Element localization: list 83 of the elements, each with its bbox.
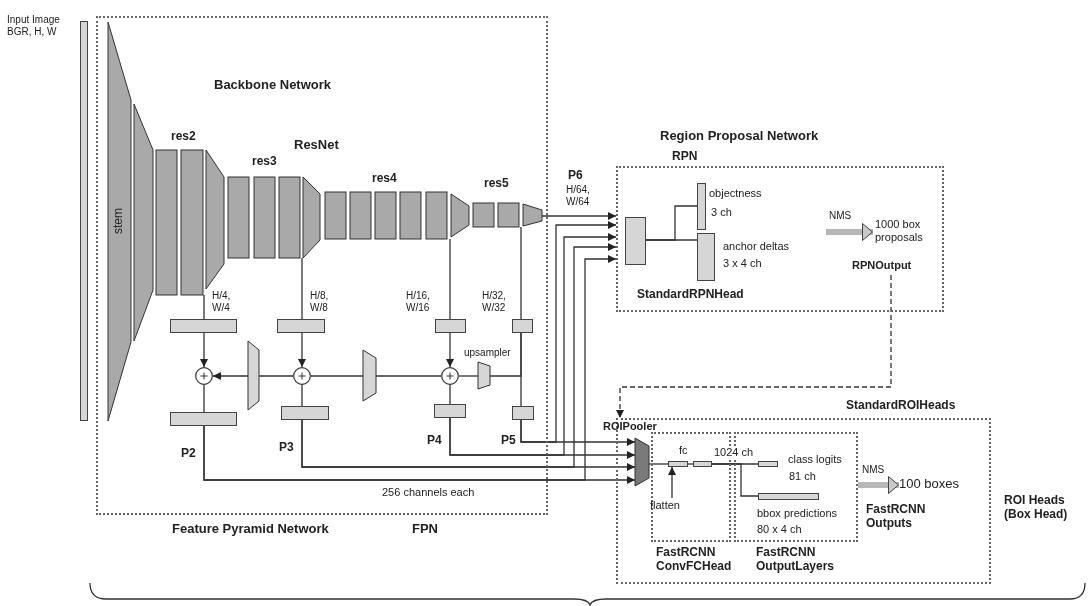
connector-line (449, 384, 451, 405)
channel-label: 81 ch (789, 470, 816, 483)
arrow (541, 212, 617, 220)
connector-line (375, 375, 442, 377)
module-label: ROIPooler (603, 420, 657, 433)
level-label: P3 (279, 441, 294, 455)
feature-bar (693, 461, 712, 467)
level-label: P6 (568, 169, 583, 183)
layer-label: fc (679, 444, 688, 457)
arrow (298, 332, 306, 368)
edge-label: NMS (861, 464, 886, 475)
edge-label: NMS (828, 210, 853, 221)
module-label: StandardROIHeads (846, 399, 956, 413)
feature-bar (435, 319, 466, 333)
output-label: 1000 box proposals (875, 218, 924, 244)
connector-line (310, 375, 364, 377)
connector-line (301, 384, 303, 407)
connector-line (687, 463, 694, 465)
connector-line (449, 238, 451, 320)
feature-bar (170, 319, 237, 333)
section-title: FPN (412, 522, 438, 537)
size-label: H/8, W/8 (310, 290, 330, 313)
arrow (200, 332, 208, 368)
section-title: Backbone Network (214, 78, 332, 93)
feature-bar (512, 319, 533, 333)
connector-line (258, 375, 294, 377)
connector-line (203, 294, 205, 320)
connector-line (648, 463, 669, 465)
connector-line (489, 332, 522, 377)
channel-label: 3 ch (711, 206, 732, 219)
output-label: anchor deltas (723, 240, 790, 253)
size-label: H/32, W/32 (482, 290, 507, 313)
level-label: P2 (181, 447, 196, 461)
stage-label: stem (112, 208, 126, 234)
arrow (301, 243, 617, 468)
section-title: ROI Heads (Box Head) (1004, 494, 1069, 522)
upsampler-label: upsampler (464, 347, 511, 359)
stage-label: res3 (252, 155, 277, 169)
size-label: H/64, W/64 (566, 184, 591, 207)
module-label: FastRCNN OutputLayers (756, 546, 835, 574)
arrow (212, 372, 249, 380)
arrow (446, 332, 454, 368)
feature-bar (668, 461, 688, 467)
input-label: Input Image BGR, H, W (7, 14, 61, 37)
conv-block (625, 217, 646, 265)
size-label: H/16, W/16 (406, 290, 431, 313)
stage-label: res5 (484, 177, 509, 191)
arrow (203, 255, 617, 481)
connector-line (203, 384, 205, 413)
output-label: objectness (709, 187, 762, 200)
module-label: FastRCNN ConvFCHead (656, 546, 733, 574)
module-label: RPNOutput (852, 259, 912, 272)
channel-label: 3 x 4 ch (723, 257, 762, 270)
module-label: FastRCNN Outputs (866, 503, 927, 531)
section-title: Region Proposal Network (660, 129, 819, 144)
arrow (449, 233, 617, 456)
size-label: H/4, W/4 (212, 290, 232, 313)
section-title: RPN (672, 150, 698, 164)
connector-line (645, 239, 698, 241)
output-label: 100 boxes (899, 477, 959, 492)
connector-line (458, 375, 479, 377)
connector-line (301, 257, 303, 320)
level-label: P5 (501, 434, 516, 448)
output-label: bbox predictions (757, 507, 838, 520)
connector-line (711, 463, 759, 497)
edge-label: 1024 ch (713, 446, 755, 459)
stage-label: res4 (372, 172, 397, 186)
section-title: Feature Pyramid Network (172, 522, 329, 537)
module-label: StandardRPNHead (637, 288, 744, 302)
connector-line (520, 226, 522, 320)
level-label: P4 (427, 434, 442, 448)
output-label: class logits (788, 453, 842, 466)
channel-label: 80 x 4 ch (757, 523, 802, 536)
section-title: ResNet (294, 138, 339, 153)
dashed-arrow (616, 274, 892, 419)
feature-bar (277, 319, 325, 333)
arrow (520, 221, 617, 443)
block-arrow (858, 476, 899, 494)
note-label: 256 channels each (382, 486, 475, 499)
stage-label: res2 (171, 130, 196, 144)
step-label: flatten (650, 499, 680, 512)
block-arrow (826, 223, 873, 241)
arrow (668, 466, 676, 499)
